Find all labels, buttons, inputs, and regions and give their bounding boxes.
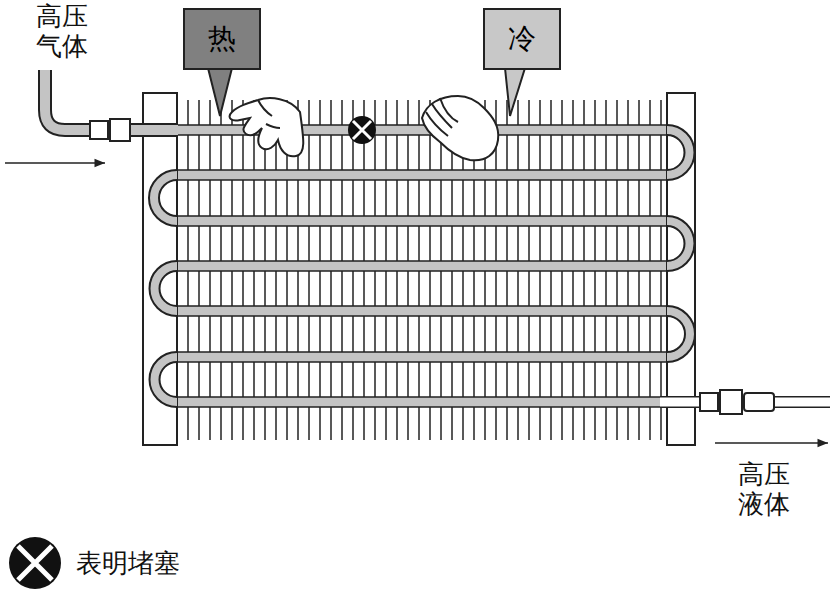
legend-text: 表明堵塞 [76, 546, 180, 581]
end-plate [667, 93, 695, 445]
hand [230, 98, 304, 156]
blockage-symbol [348, 116, 376, 144]
callout-text: 热 [208, 20, 236, 58]
return-bend [155, 357, 178, 402]
callout-text: 冷 [508, 20, 536, 58]
return-bend [154, 175, 177, 221]
inlet-label: 高压气体 [36, 2, 88, 62]
cold-callout: 冷 [483, 8, 561, 70]
pipe-fitting [90, 121, 108, 139]
return-bend [667, 130, 690, 175]
end-plate [143, 93, 177, 445]
return-bend [667, 130, 690, 175]
tube [177, 170, 667, 180]
pipe-fitting [744, 393, 774, 411]
tube [177, 306, 667, 316]
flow-arrow [715, 442, 828, 444]
outlet-label: 高压液体 [738, 460, 790, 520]
callout-pointer [505, 68, 525, 116]
tube [177, 216, 667, 226]
tube [177, 397, 667, 407]
return-bends [154, 130, 690, 402]
pipe-fitting [720, 390, 742, 414]
return-bend [155, 266, 178, 311]
legend-symbol [9, 537, 61, 589]
return-bend [667, 221, 690, 266]
return-bend [667, 311, 690, 357]
pipe-fitting [700, 393, 718, 411]
return-bend [155, 357, 178, 402]
hot-callout: 热 [183, 8, 261, 70]
flow-arrow [5, 162, 105, 164]
tube [177, 352, 667, 362]
tubes [177, 125, 667, 407]
return-bend [154, 175, 177, 221]
return-bend [155, 266, 178, 311]
hand [422, 96, 498, 160]
callout-pointer [208, 68, 232, 116]
return-bend [667, 311, 690, 357]
return-bend [667, 221, 690, 266]
pipe-fitting [110, 119, 130, 141]
tube [177, 261, 667, 271]
